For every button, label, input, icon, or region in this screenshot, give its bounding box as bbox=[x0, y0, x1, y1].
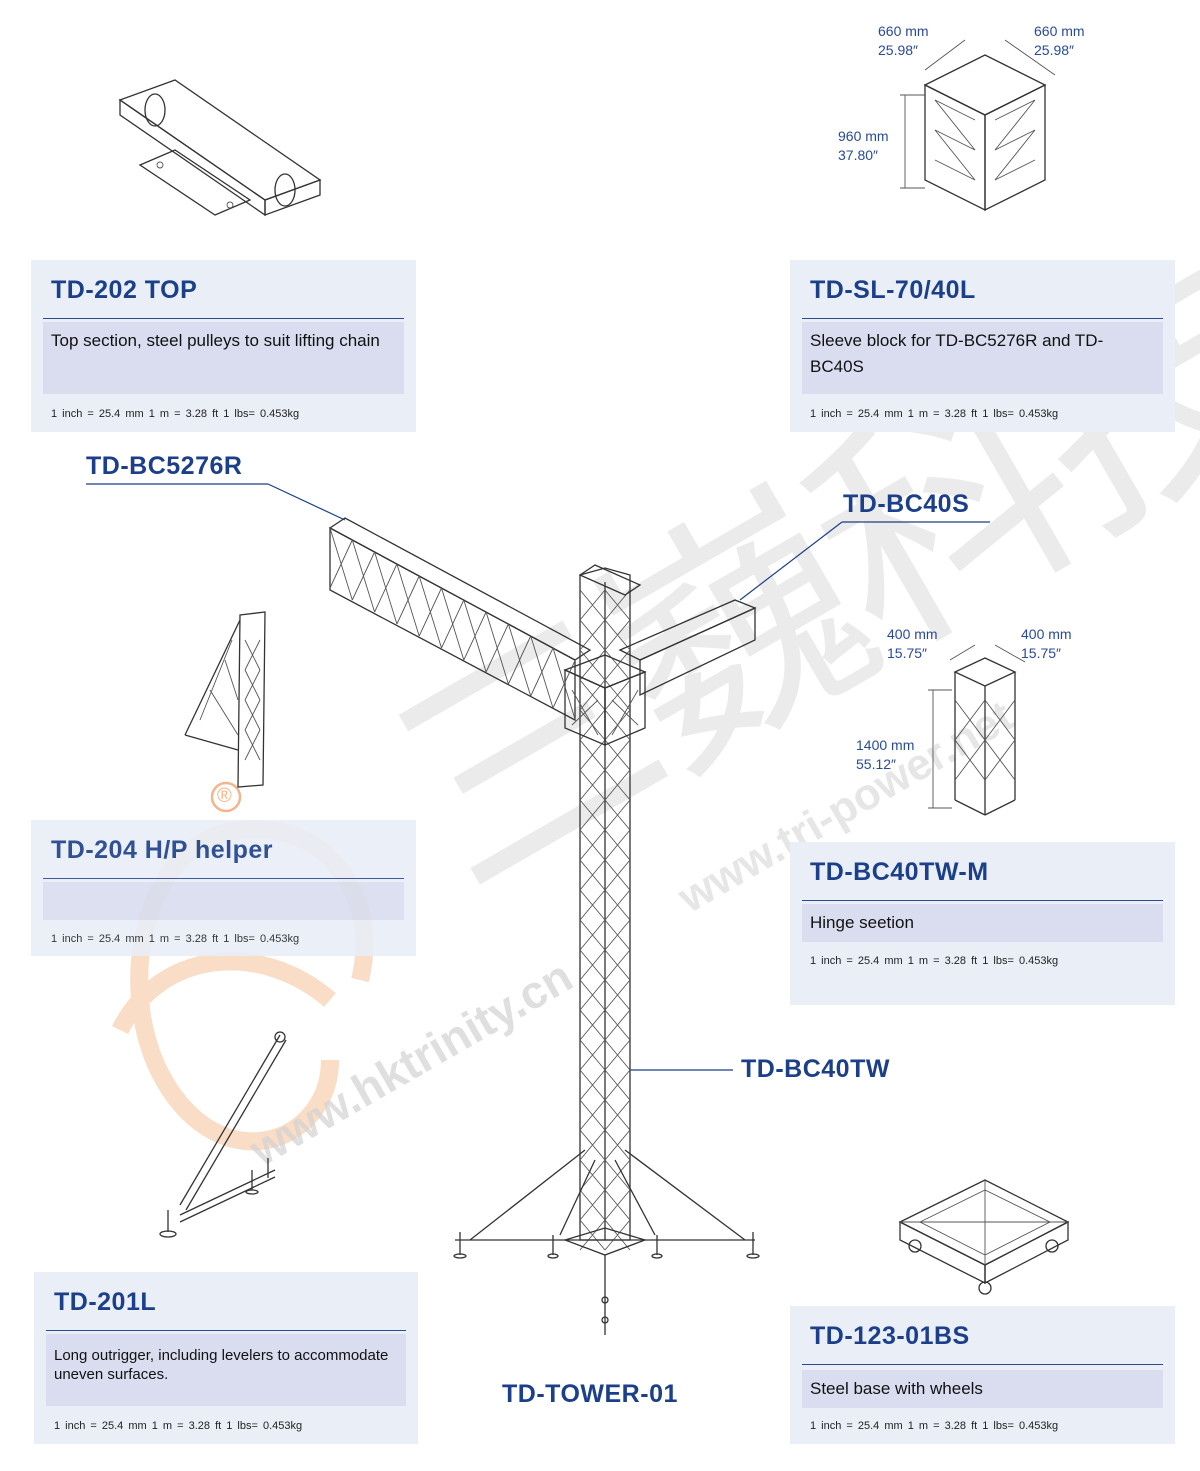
td-201l-drawing bbox=[159, 1031, 287, 1238]
tower-drawing bbox=[328, 517, 760, 1335]
callout-td-bc5276r: TD-BC5276R bbox=[86, 452, 243, 480]
hinge-width-b: 400 mm 15.75″ bbox=[1021, 626, 1072, 661]
hinge-width-a: 400 mm 15.75″ bbox=[887, 626, 938, 661]
sleeve-width-b: 660 mm 25.98″ bbox=[1034, 23, 1085, 58]
callout-leaders bbox=[86, 483, 990, 1071]
card-divider bbox=[43, 318, 404, 319]
card-title: TD-SL-70/40L bbox=[810, 276, 976, 304]
td-123-01bs-drawing bbox=[898, 1179, 1070, 1295]
card-units: 1 inch = 25.4 mm 1 m = 3.28 ft 1 lbs= 0.… bbox=[810, 955, 1059, 967]
card-title: TD-202 TOP bbox=[51, 276, 198, 304]
callout-td-bc40s: TD-BC40S bbox=[843, 490, 970, 518]
card-units: 1 inch = 25.4 mm 1 m = 3.28 ft 1 lbs= 0.… bbox=[51, 408, 300, 420]
card-title: TD-201L bbox=[54, 1288, 157, 1316]
arm-bracing bbox=[329, 527, 576, 721]
card-description: Top section, steel pulleys to suit lifti… bbox=[43, 322, 404, 394]
card-title: TD-123-01BS bbox=[810, 1322, 970, 1350]
card-units: 1 inch = 25.4 mm 1 m = 3.28 ft 1 lbs= 0.… bbox=[54, 1420, 303, 1432]
card-description: Steel base with wheels bbox=[802, 1370, 1163, 1408]
td-202-top-drawing bbox=[118, 79, 322, 217]
card-units: 1 inch = 25.4 mm 1 m = 3.28 ft 1 lbs= 0.… bbox=[810, 408, 1059, 420]
card-divider bbox=[802, 900, 1163, 901]
sleeve-height: 960 mm 37.80″ bbox=[838, 128, 889, 163]
card-description: Hinge seetion bbox=[802, 904, 1163, 942]
card-title: TD-204 H/P helper bbox=[51, 836, 274, 864]
card-td-202-top: TD-202 TOP Top section, steel pulleys to… bbox=[31, 260, 416, 432]
card-td-sl-70-40l: TD-SL-70/40L Sleeve block for TD-BC5276R… bbox=[790, 260, 1175, 432]
card-description: Sleeve block for TD-BC5276R and TD-BC40S bbox=[802, 322, 1163, 394]
card-td-bc40tw-m: TD-BC40TW-M Hinge seetion 1 inch = 25.4 … bbox=[790, 842, 1175, 1005]
card-units: 1 inch = 25.4 mm 1 m = 3.28 ft 1 lbs= 0.… bbox=[810, 1420, 1059, 1432]
td-sl-drawing bbox=[900, 39, 1056, 212]
sleeve-width-a: 660 mm 25.98″ bbox=[878, 23, 929, 58]
card-divider bbox=[802, 318, 1163, 319]
card-td-123-01bs: TD-123-01BS Steel base with wheels 1 inc… bbox=[790, 1306, 1175, 1444]
card-td-201l: TD-201L Long outrigger, including levele… bbox=[34, 1272, 418, 1444]
card-divider bbox=[802, 1364, 1163, 1365]
card-description: Long outrigger, including levelers to ac… bbox=[46, 1334, 406, 1406]
callout-td-bc40tw: TD-BC40TW bbox=[741, 1055, 890, 1083]
td-204-drawing bbox=[184, 611, 266, 788]
card-divider bbox=[46, 1330, 406, 1331]
card-description bbox=[43, 882, 404, 920]
card-units: 1 inch = 25.4 mm 1 m = 3.28 ft 1 lbs= 0.… bbox=[51, 933, 300, 945]
card-divider bbox=[43, 878, 404, 879]
hinge-height: 1400 mm 55.12″ bbox=[856, 737, 915, 772]
card-td-204-helper: TD-204 H/P helper 1 inch = 25.4 mm 1 m =… bbox=[31, 820, 416, 956]
td-bc40tw-m-drawing bbox=[928, 644, 1026, 816]
card-title: TD-BC40TW-M bbox=[810, 858, 989, 886]
registered-mark: ® bbox=[217, 785, 232, 807]
tower-title: TD-TOWER-01 bbox=[502, 1380, 678, 1408]
